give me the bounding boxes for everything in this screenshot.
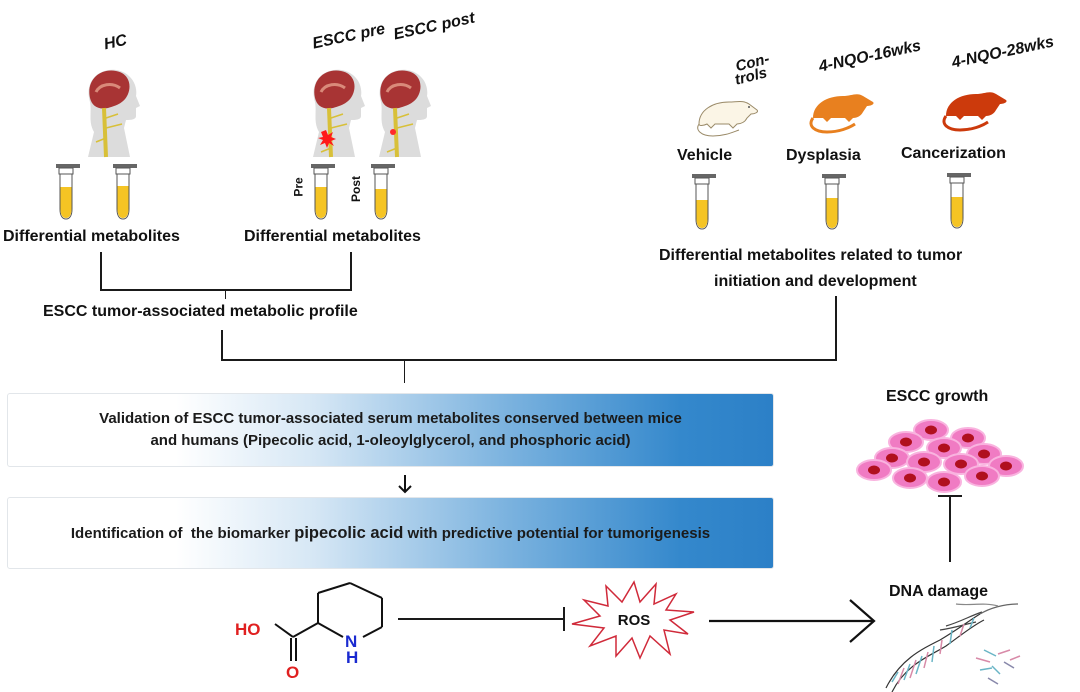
ros-label: ROS xyxy=(618,612,651,629)
connector-line xyxy=(404,360,405,383)
cell-icon xyxy=(856,459,892,481)
sample-tube-hc-1-icon xyxy=(56,164,80,220)
stage-label-vehicle: Vehicle xyxy=(677,147,733,164)
tube-label-pre: Pre xyxy=(291,177,306,197)
mouse-vehicle-icon xyxy=(697,101,758,137)
inhibition-line-vertical xyxy=(949,496,951,562)
identification-text-prefix: Identification of the biomarker xyxy=(70,524,295,542)
connector-line xyxy=(100,289,352,291)
sample-tube-vehicle-icon xyxy=(692,174,716,230)
cell-icon xyxy=(926,437,962,459)
down-arrow-icon xyxy=(398,475,412,494)
tumor-burst-icon xyxy=(318,130,336,148)
connector-line xyxy=(225,289,226,299)
dna-damage-icon xyxy=(885,603,1021,692)
group-label-controls: Con- trols xyxy=(733,50,773,88)
caption-mouse-differential-metabolites-line1: Differential metabolites related to tumo… xyxy=(659,247,963,264)
cell-icon xyxy=(913,419,949,441)
stage-label-cancerization: Cancerization xyxy=(901,145,1006,162)
inhibition-bar xyxy=(563,607,565,631)
group-label-escc-post: ESCC post xyxy=(392,9,477,44)
escc-cells-cluster-icon xyxy=(856,419,1024,493)
caption-escc-differential-metabolites: Differential metabolites xyxy=(244,228,421,245)
cell-icon xyxy=(906,451,942,473)
right-arrow-icon xyxy=(709,599,876,643)
mouse-cancerization-icon xyxy=(942,92,1007,132)
sample-tube-hc-2-icon xyxy=(113,164,137,220)
connector-line xyxy=(835,296,837,361)
pipecolic-acid-structure-icon: HO O N H xyxy=(235,582,383,682)
validation-text-line1: Validation of ESCC tumor-associated seru… xyxy=(99,410,682,427)
human-head-escc-post-icon xyxy=(379,69,431,158)
caption-hc-differential-metabolites: Differential metabolites xyxy=(3,228,180,245)
validation-text-line2: and humans (Pipecolic acid, 1-oleoylglyc… xyxy=(150,432,631,449)
sample-tube-escc-pre-icon xyxy=(311,164,335,220)
tumor-dot-icon xyxy=(390,129,396,135)
validation-step-box: Validation of ESCC tumor-associated seru… xyxy=(7,393,774,467)
connector-line xyxy=(221,330,223,361)
escc-growth-label: ESCC growth xyxy=(886,388,989,405)
mouse-dysplasia-icon xyxy=(809,94,874,134)
caption-metabolic-profile: ESCC tumor-associated metabolic profile xyxy=(43,303,358,320)
human-head-hc-icon xyxy=(88,69,140,158)
atom-nitrogen: N xyxy=(345,632,357,651)
atom-hydroxyl: HO xyxy=(235,620,261,639)
connector-line xyxy=(350,252,352,291)
sample-tube-dysplasia-icon xyxy=(822,174,846,230)
group-label-4nqo-16wks: 4-NQO-16wks xyxy=(817,37,923,76)
tube-label-post: Post xyxy=(349,175,364,203)
group-label-escc-pre: ESCC pre xyxy=(310,20,387,53)
cell-icon xyxy=(964,465,1000,487)
atom-hydrogen: H xyxy=(346,648,358,667)
group-label-4nqo-28wks: 4-NQO-28wks xyxy=(950,33,1056,72)
group-label-hc: HC xyxy=(102,31,129,54)
dna-damage-label: DNA damage xyxy=(889,583,988,600)
inhibition-bar-growth xyxy=(938,495,962,497)
identification-text-biomarker: pipecolic acid xyxy=(294,523,404,542)
sample-tube-escc-post-icon xyxy=(371,164,395,220)
human-head-escc-pre-icon xyxy=(313,69,365,158)
cell-icon xyxy=(926,471,962,493)
identification-step-box: Identification of the biomarker pipecoli… xyxy=(7,497,774,569)
connector-line xyxy=(100,252,102,291)
stage-label-dysplasia: Dysplasia xyxy=(786,147,861,164)
inhibition-line xyxy=(398,618,564,620)
ros-burst-icon: ROS xyxy=(571,580,695,660)
sample-tube-cancerization-icon xyxy=(947,173,971,229)
atom-oxygen: O xyxy=(286,663,299,682)
cell-icon xyxy=(892,467,928,489)
caption-mouse-differential-metabolites-line2: initiation and development xyxy=(714,273,917,290)
connector-line xyxy=(221,359,837,361)
identification-text-suffix: with predictive potential for tumorigene… xyxy=(403,524,711,542)
